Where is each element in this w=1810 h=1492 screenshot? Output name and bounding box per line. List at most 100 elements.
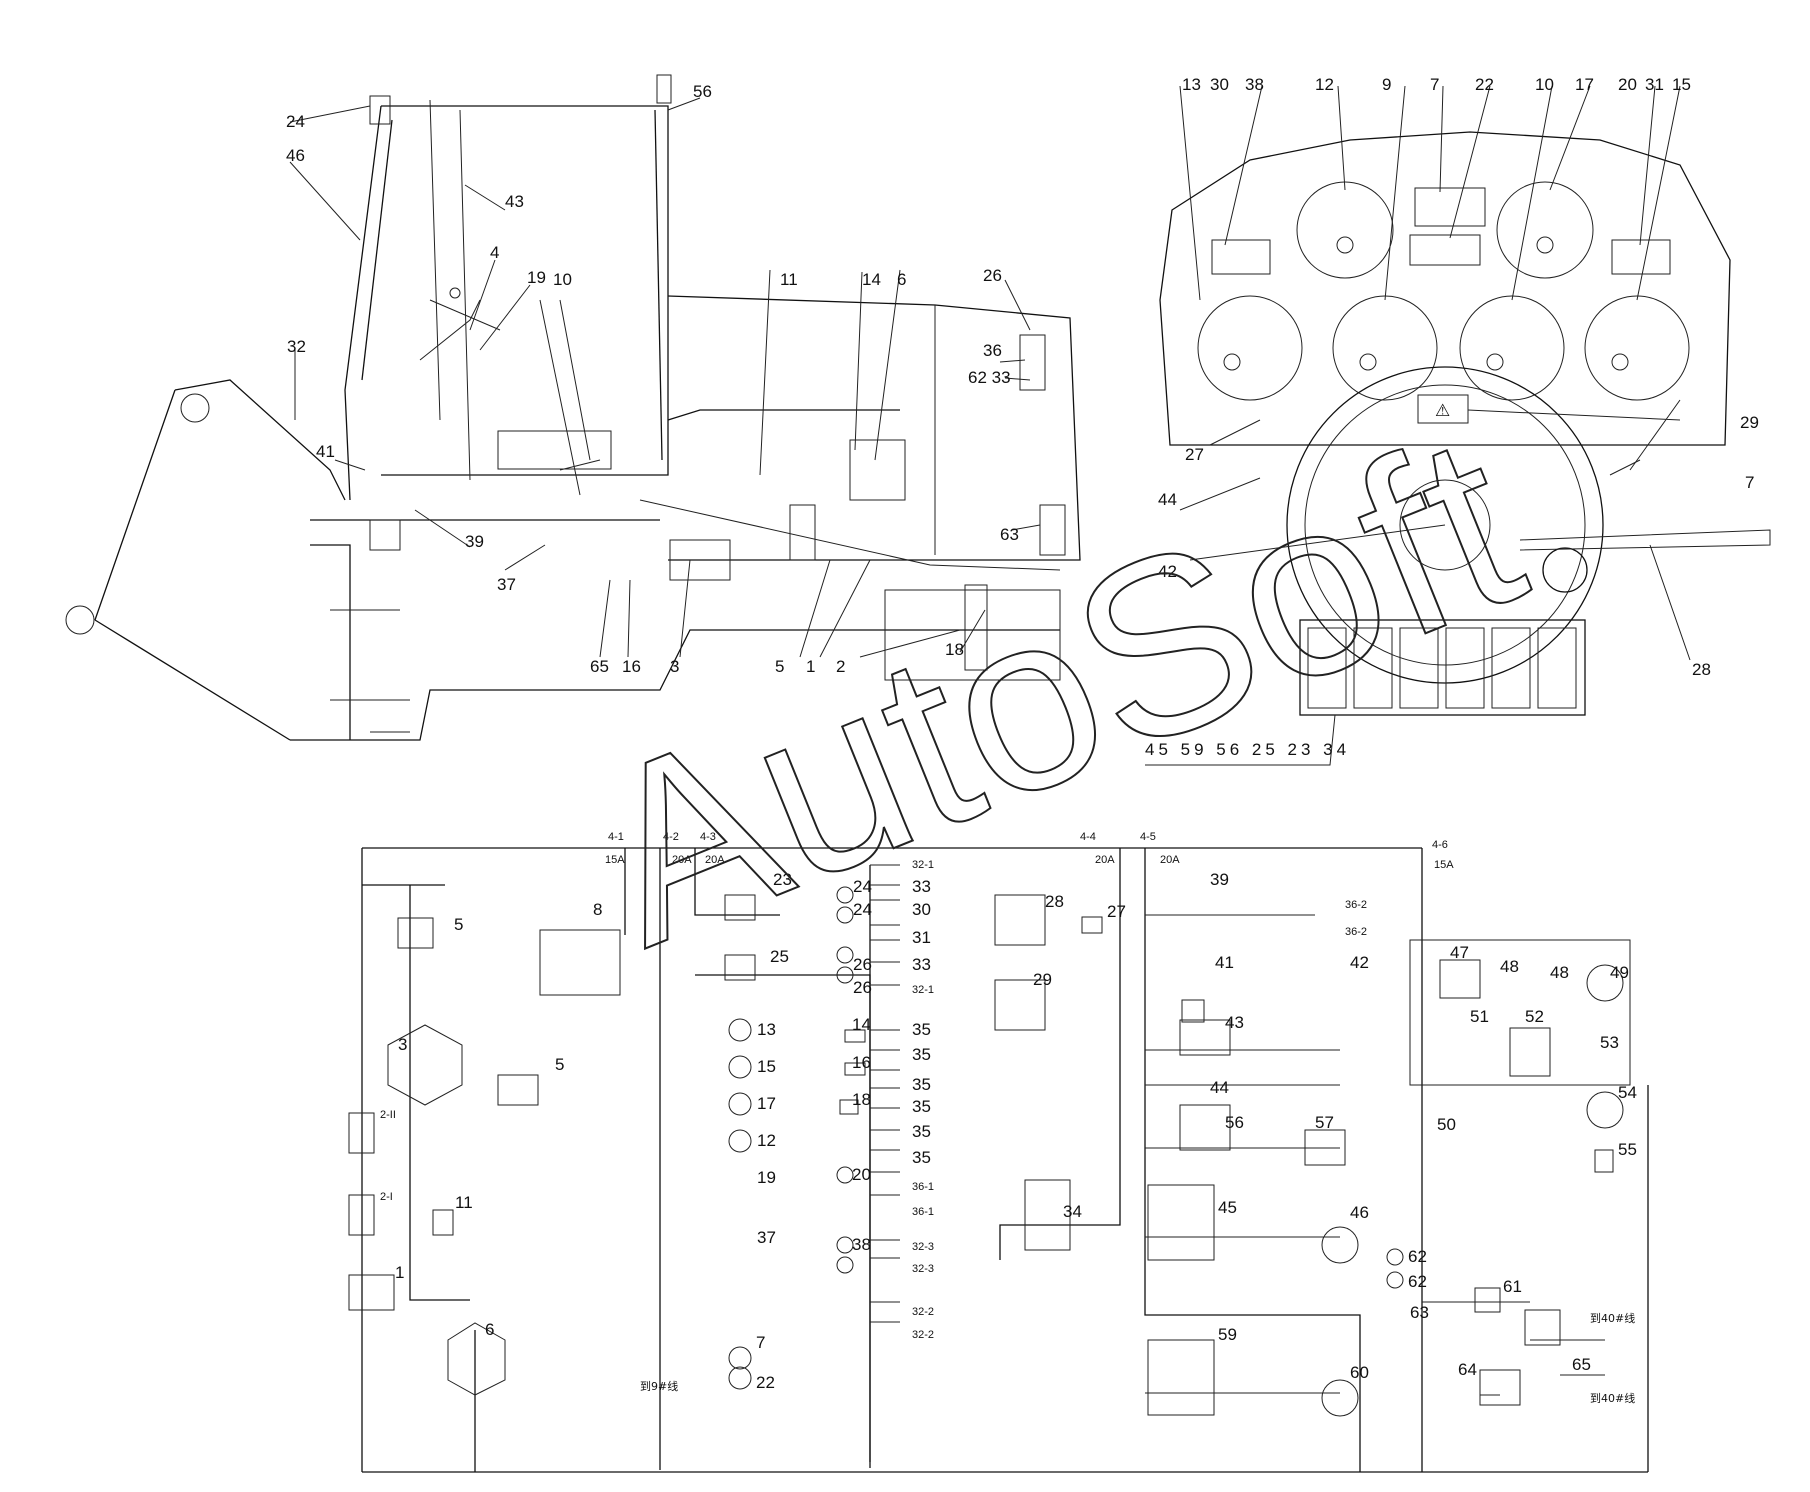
wire-note: 到40#线: [1590, 1311, 1635, 1325]
relay-1: [348, 1274, 395, 1311]
transmission-gauge: [1584, 295, 1690, 401]
callout: 63: [1000, 525, 1019, 544]
callout: 10: [553, 270, 572, 289]
component-label: 50: [1437, 1115, 1456, 1134]
component-label: 33: [912, 955, 931, 974]
callout: 17: [1575, 75, 1594, 94]
callout: 32: [287, 337, 306, 356]
component-label: 26: [853, 955, 872, 974]
component-label: 48: [1500, 957, 1519, 976]
callout: 10: [1535, 75, 1554, 94]
flasher-27: [1081, 916, 1103, 934]
callout: 44: [1158, 490, 1177, 509]
callout: 7: [1745, 473, 1754, 492]
component-label: 51: [1470, 1007, 1489, 1026]
dashboard-callouts: 13 30 38 12 9 7 22 10 17 20 31 15 27 44 …: [1145, 75, 1759, 766]
component-label: 32-3: [912, 1263, 934, 1275]
component-label: 52: [1525, 1007, 1544, 1026]
component-label: 49: [1610, 963, 1629, 982]
callout: 41: [316, 442, 335, 461]
component-label: 5: [454, 915, 463, 934]
component-label: 23: [773, 870, 792, 889]
switch-34: [1024, 1179, 1071, 1251]
callout: 31: [1645, 75, 1664, 94]
voltmeter-gauge: [1296, 181, 1394, 279]
switch-29: [994, 979, 1046, 1031]
component-label: 36-2: [1345, 899, 1367, 911]
component-label: 13: [757, 1020, 776, 1039]
callout: 42: [1158, 562, 1177, 581]
component-label: 26: [853, 978, 872, 997]
component-label: 15: [757, 1057, 776, 1076]
component-label: 3: [398, 1035, 407, 1054]
ignition-switch-matrix: [539, 929, 621, 996]
component-label: 63: [1410, 1303, 1429, 1322]
relay-5b: [497, 1074, 539, 1106]
component-label: 64: [1458, 1360, 1477, 1379]
callout: 22: [1475, 75, 1494, 94]
relay-5a: [397, 917, 434, 949]
solenoid-11: [432, 1209, 454, 1236]
component-label: 32-2: [912, 1329, 934, 1341]
component-label: 31: [912, 928, 931, 947]
component-label: 32-1: [912, 859, 934, 871]
callout: 19: [527, 268, 546, 287]
switch-panel: [1299, 619, 1586, 716]
component-label: 5: [555, 1055, 564, 1074]
component-label: 35: [912, 1075, 931, 1094]
component-label: 42: [1350, 953, 1369, 972]
component-label: 47: [1450, 943, 1469, 962]
component-label: 45: [1218, 1198, 1237, 1217]
oil-temp-gauge: [1459, 295, 1565, 401]
component-label: 32-1: [912, 984, 934, 996]
callout: 18: [945, 640, 964, 659]
fuse-id: 4-5: [1140, 831, 1156, 843]
component-label: 34: [1063, 1202, 1082, 1221]
callout: 9: [1382, 75, 1391, 94]
callout: 28: [1692, 660, 1711, 679]
callout: 37: [497, 575, 516, 594]
component-label: 25: [770, 947, 789, 966]
fuse-id: 4-4: [1080, 831, 1096, 843]
component-label: 57: [1315, 1113, 1334, 1132]
component-label: 6: [485, 1320, 494, 1339]
callout: 11: [780, 270, 798, 289]
steering-wheel: [1286, 366, 1604, 684]
component-label: 54: [1618, 1083, 1637, 1102]
component-label: 29: [1033, 970, 1052, 989]
component-label: 37: [757, 1228, 776, 1247]
component-label: 41: [1215, 953, 1234, 972]
fuse-rating: 20A: [672, 854, 692, 866]
component-label: 20: [852, 1165, 871, 1184]
component-labels: 5 3 2-II 2-I 11 1 6 5 8 23 25 24 24 26 2…: [380, 859, 1637, 1392]
callout: 26: [983, 266, 1002, 285]
fuse-rating: 15A: [605, 854, 625, 866]
callout: 38: [1245, 75, 1264, 94]
wire-note: 到9#线: [640, 1379, 678, 1393]
fuse-rating: 20A: [1160, 854, 1180, 866]
component-label: 36-1: [912, 1206, 934, 1218]
fuse-id: 4-6: [1432, 839, 1448, 851]
component-label: 65: [1572, 1355, 1591, 1374]
switch-callouts: 45 59 56 25 23 34: [1145, 740, 1350, 759]
wire-note: 到40#线: [1590, 1391, 1635, 1405]
fuse-id: 4-1: [608, 831, 624, 843]
callout: 39: [465, 532, 484, 551]
fuse-id: 4-3: [700, 831, 716, 843]
fuse-rating: 15A: [1434, 859, 1454, 871]
component-label: 59: [1218, 1325, 1237, 1344]
callout: 5: [775, 657, 784, 676]
component-label: 35: [912, 1020, 931, 1039]
callout: 62 33: [968, 368, 1011, 387]
component-label: 35: [912, 1097, 931, 1116]
water-temp-gauge: [1197, 295, 1303, 401]
component-label: 2-II: [380, 1109, 396, 1121]
component-label: 55: [1618, 1140, 1637, 1159]
component-label: 60: [1350, 1363, 1369, 1382]
callout: 36: [983, 341, 1002, 360]
component-label: 18: [852, 1090, 871, 1109]
callout: 30: [1210, 75, 1229, 94]
fuel-gauge: [1496, 181, 1594, 279]
oil-pressure-gauge: [1332, 295, 1438, 401]
